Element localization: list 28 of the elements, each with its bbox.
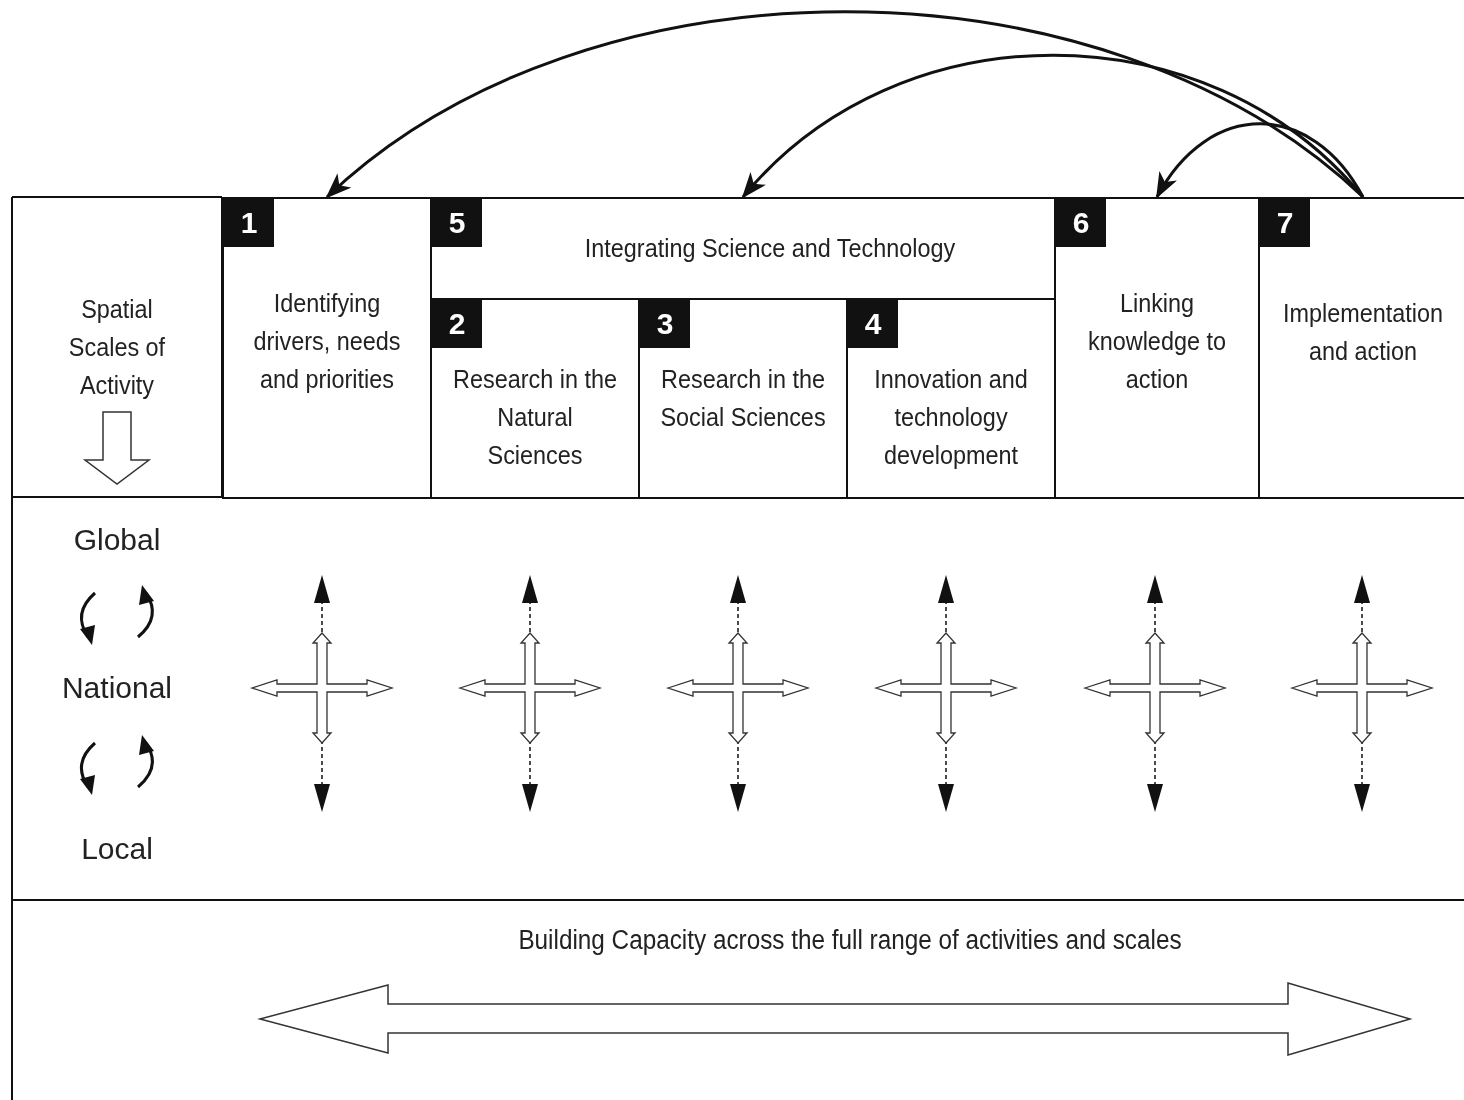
- step-title: Identifying drivers, needs and priorities: [252, 287, 402, 396]
- process-box: [1054, 197, 1260, 499]
- process-box: [1258, 197, 1464, 499]
- process-box: [638, 298, 848, 499]
- step-title: Innovation and technology development: [873, 363, 1029, 472]
- step-number: 7: [1260, 199, 1310, 247]
- curved-arrow: [325, 10, 1364, 199]
- step-number: 3: [640, 300, 690, 348]
- capacity-caption: Building Capacity across the full range of activities and scales: [517, 924, 1183, 957]
- step-number: 6: [1056, 199, 1106, 247]
- process-box: [222, 197, 432, 499]
- step-number: 2: [432, 300, 482, 348]
- curved-arrow: [741, 54, 1365, 199]
- step-title: Linking knowledge to action: [1087, 287, 1227, 396]
- process-box: [430, 298, 640, 499]
- scale-level: National: [60, 670, 174, 706]
- step-number: 1: [224, 199, 274, 247]
- step-title: Research in the Natural Sciences: [452, 363, 618, 472]
- process-box: [846, 298, 1056, 499]
- scale-heading: Spatial Scales of Activity: [67, 293, 167, 402]
- step-title: Implementation and action: [1282, 297, 1444, 368]
- step-number: 4: [848, 300, 898, 348]
- scale-level: Global: [72, 522, 162, 558]
- step-title: Research in the Social Sciences: [659, 363, 827, 434]
- scale-level: Local: [80, 831, 154, 867]
- curved-arrow: [1155, 122, 1365, 199]
- step-number: 5: [432, 199, 482, 247]
- step-title: Integrating Science and Technology: [583, 232, 957, 265]
